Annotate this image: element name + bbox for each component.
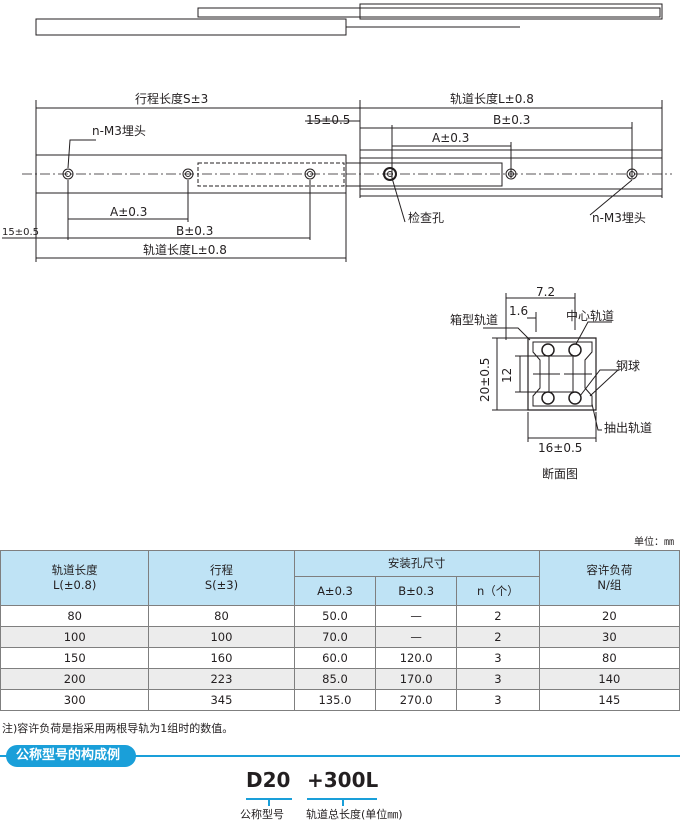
pull-rail-label: 抽出轨道 <box>604 421 652 435</box>
cell-n: 3 <box>456 668 540 690</box>
cell-load: 140 <box>538 668 680 690</box>
table-row: 200 223 85.0 170.0 3 140 <box>0 668 680 690</box>
header-b: B±0.3 <box>375 576 458 606</box>
bottom-rail-length-label: 轨道长度L±0.8 <box>143 242 227 257</box>
header-load: 容许负荷 N/组 <box>538 550 680 606</box>
cell-l: 150 <box>0 647 150 669</box>
model-code: D20 <box>246 768 291 792</box>
cell-a: 50.0 <box>293 605 377 627</box>
unit-label: 单位：㎜ <box>634 537 674 548</box>
spec-table: 轨道长度 L(±0.8) 行程 S(±3) 安装孔尺寸 容许负荷 N/组 A±0… <box>0 550 680 711</box>
cell-load: 20 <box>538 605 680 627</box>
cell-b: — <box>375 626 458 648</box>
cell-a: 60.0 <box>293 647 377 669</box>
a-dim-top-label: A±0.3 <box>432 131 469 145</box>
section-width-dim: 16±0.5 <box>538 441 582 455</box>
cell-b: 120.0 <box>375 647 458 669</box>
cell-load: 80 <box>538 647 680 669</box>
table-row: 300 345 135.0 270.0 3 145 <box>0 689 680 711</box>
section-header: 公称型号的构成例 <box>0 745 680 767</box>
cell-a: 70.0 <box>293 626 377 648</box>
cell-l: 300 <box>0 689 150 711</box>
cell-load: 30 <box>538 626 680 648</box>
b-dim-top-label: B±0.3 <box>493 113 530 127</box>
model-tick <box>268 798 270 806</box>
section-title: 公称型号的构成例 <box>6 745 137 767</box>
cell-b: 170.0 <box>375 668 458 690</box>
cell-s: 100 <box>148 626 295 648</box>
cell-s: 223 <box>148 668 295 690</box>
hole-label-left: n-M3埋头 <box>92 124 146 138</box>
header-a: A±0.3 <box>293 576 377 606</box>
table-row: 150 160 60.0 120.0 3 80 <box>0 647 680 669</box>
header-mount-holes: 安装孔尺寸 <box>293 550 540 577</box>
center-rail-label: 中心轨道 <box>566 308 614 323</box>
section-divider <box>0 755 680 757</box>
slide-rail-drawing: 行程长度S±3 轨道长度L±0.8 15±0.5 B±0.3 A±0.3 n-M… <box>2 3 672 262</box>
length-code: +300L <box>307 768 379 792</box>
inspection-hole-label: 检查孔 <box>408 210 444 225</box>
section-height-dim: 20±0.5 <box>478 358 492 402</box>
cell-b: — <box>375 605 458 627</box>
table-note: 注)容许负荷是指采用两根导轨为1组时的数值。 <box>2 722 234 735</box>
cell-n: 3 <box>456 647 540 669</box>
header-n: n（个） <box>456 576 540 606</box>
section-top-dim: 7.2 <box>536 285 555 299</box>
cell-s: 160 <box>148 647 295 669</box>
cell-n: 2 <box>456 626 540 648</box>
cell-a: 135.0 <box>293 689 377 711</box>
header-stroke: 行程 S(±3) <box>148 550 295 606</box>
steel-ball-label: 钢球 <box>616 359 640 373</box>
cell-n: 2 <box>456 605 540 627</box>
cross-section-view: 7.2 1.6 箱型轨道 中心轨道 钢球 抽出轨道 16±0.5 断面图 20±… <box>450 285 652 480</box>
cell-l: 80 <box>0 605 150 627</box>
length-label: 轨道总长度(单位㎜) <box>306 808 403 821</box>
section-small-dim: 1.6 <box>509 304 528 318</box>
cell-b: 270.0 <box>375 689 458 711</box>
cell-n: 3 <box>456 689 540 711</box>
cell-s: 80 <box>148 605 295 627</box>
table-row: 80 80 50.0 — 2 20 <box>0 605 680 627</box>
model-label: 公称型号 <box>240 808 284 821</box>
cell-s: 345 <box>148 689 295 711</box>
offset-dim-label: 15±0.5 <box>306 113 350 127</box>
section-caption: 断面图 <box>542 466 578 480</box>
header-rail-length: 轨道长度 L(±0.8) <box>0 550 150 606</box>
cell-l: 100 <box>0 626 150 648</box>
b-dim-bottom-label: B±0.3 <box>176 224 213 238</box>
cell-l: 200 <box>0 668 150 690</box>
box-rail-label: 箱型轨道 <box>450 312 498 327</box>
a-dim-bottom-label: A±0.3 <box>110 205 147 219</box>
hole-label-right: n-M3埋头 <box>592 211 646 225</box>
cell-a: 85.0 <box>293 668 377 690</box>
rail-length-dim-label: 轨道长度L±0.8 <box>450 91 534 106</box>
cell-load: 145 <box>538 689 680 711</box>
table-row: 100 100 70.0 — 2 30 <box>0 626 680 648</box>
offset-dim-label-left: 15±0.5 <box>2 227 39 238</box>
stroke-dim-label: 行程长度S±3 <box>135 91 208 106</box>
section-inner-height-dim: 12 <box>500 368 514 383</box>
length-tick <box>342 798 344 806</box>
